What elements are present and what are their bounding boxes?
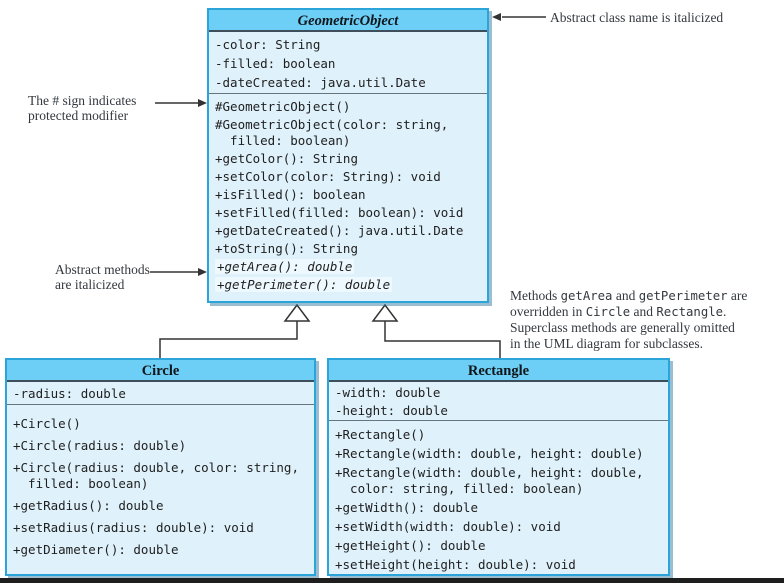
class-box-geometricobject: GeometricObject -color: String -filled: b… (207, 8, 489, 303)
note-abstract-class-name: Abstract class name is italicized (550, 10, 724, 25)
inheritance-triangle-icon (371, 303, 399, 322)
method-line: #GeometricObject() (215, 99, 351, 114)
field-line: -color: String (215, 37, 321, 52)
note-abstract-methods: Abstract methods are italicized (55, 262, 150, 292)
fields-section-rectangle: -width: double -height: double (329, 382, 668, 421)
abstract-method-line: +getPerimeter(): double (215, 277, 393, 292)
method-line: +getHeight(): double (335, 538, 486, 553)
field-line: -filled: boolean (215, 56, 336, 71)
note-line: are italicized (55, 277, 125, 292)
class-header: GeometricObject (209, 10, 487, 32)
method-line: +Rectangle() (335, 427, 426, 442)
note-line: in the UML diagram for subclasses. (510, 335, 703, 351)
inheritance-connector-rectangle (371, 303, 501, 358)
class-title-rectangle: Rectangle (467, 363, 530, 379)
figure-bottom-rule (0, 578, 784, 583)
arrow-left-icon (492, 13, 546, 21)
fields-section-geometricobject: -color: String -filled: boolean -dateCreat… (209, 32, 487, 94)
method-line: +setWidth(width: double): void (335, 519, 561, 534)
method-line: +setFilled(filled: boolean): void (215, 205, 464, 220)
method-line: +Circle() (13, 416, 81, 431)
method-line: +toString(): String (215, 241, 358, 256)
methods-section-geometricobject: #GeometricObject() #GeometricObject(color… (209, 94, 487, 294)
field-line: -dateCreated: java.util.Date (215, 75, 426, 90)
method-line: +getWidth(): double (335, 500, 478, 515)
arrow-right-icon (155, 99, 207, 107)
note-line: The # sign indicates (28, 93, 137, 108)
methods-section-rectangle: +Rectangle() +Rectangle(width: double, he… (329, 421, 668, 573)
arrow-right-icon (150, 268, 207, 276)
method-line: +getDateCreated(): java.util.Date (215, 223, 464, 238)
inheritance-triangle-icon (283, 303, 311, 322)
note-line: Abstract methods (55, 262, 150, 277)
note-line: protected modifier (28, 108, 129, 123)
method-line: +getDiameter(): double (13, 542, 179, 557)
field-line: -radius: double (13, 386, 126, 401)
method-line: +setHeight(height: double): void (335, 557, 576, 572)
method-line: +setRadius(radius: double): void (13, 520, 254, 535)
class-box-circle: Circle -radius: double +Circle()+Circle(… (5, 358, 316, 576)
method-line: +Rectangle(width: double, height: double… (335, 465, 644, 496)
field-line: -height: double (335, 403, 448, 418)
note-line: Superclass methods are generally omitted (510, 320, 735, 336)
fields-section-circle: -radius: double (7, 382, 314, 405)
method-line: +isFilled(): boolean (215, 187, 366, 202)
class-header: Rectangle (329, 360, 668, 382)
class-title-circle: Circle (141, 363, 180, 379)
method-line: #GeometricObject(color: string, filled: … (215, 117, 449, 148)
method-line: +Circle(radius: double, color: string, f… (13, 460, 299, 491)
method-line: +Rectangle(width: double, height: double… (335, 446, 644, 461)
note-protected-modifier: The # sign indicates protected modifier (28, 93, 136, 123)
class-box-rectangle: Rectangle -width: double-height: double … (327, 358, 670, 576)
methods-section-circle: +Circle() +Circle(radius: double) +Circle(… (7, 405, 314, 558)
field-line: -width: double (335, 385, 441, 400)
inheritance-connectors (159, 303, 501, 358)
class-title-geometricobject: GeometricObject (297, 13, 399, 29)
abstract-method-line: +getArea(): double (215, 259, 355, 274)
inheritance-connector-circle (159, 303, 311, 358)
method-line: +getRadius(): double (13, 498, 164, 513)
method-line: +Circle(radius: double) (13, 438, 187, 453)
method-line: +setColor(color: String): void (215, 169, 441, 184)
note-line: overridden in Circle and Rectangle. (510, 304, 727, 320)
note-line: Methods getArea and getPerimeter are (510, 288, 748, 303)
method-line: +getColor(): String (215, 151, 358, 166)
class-header: Circle (7, 360, 314, 382)
